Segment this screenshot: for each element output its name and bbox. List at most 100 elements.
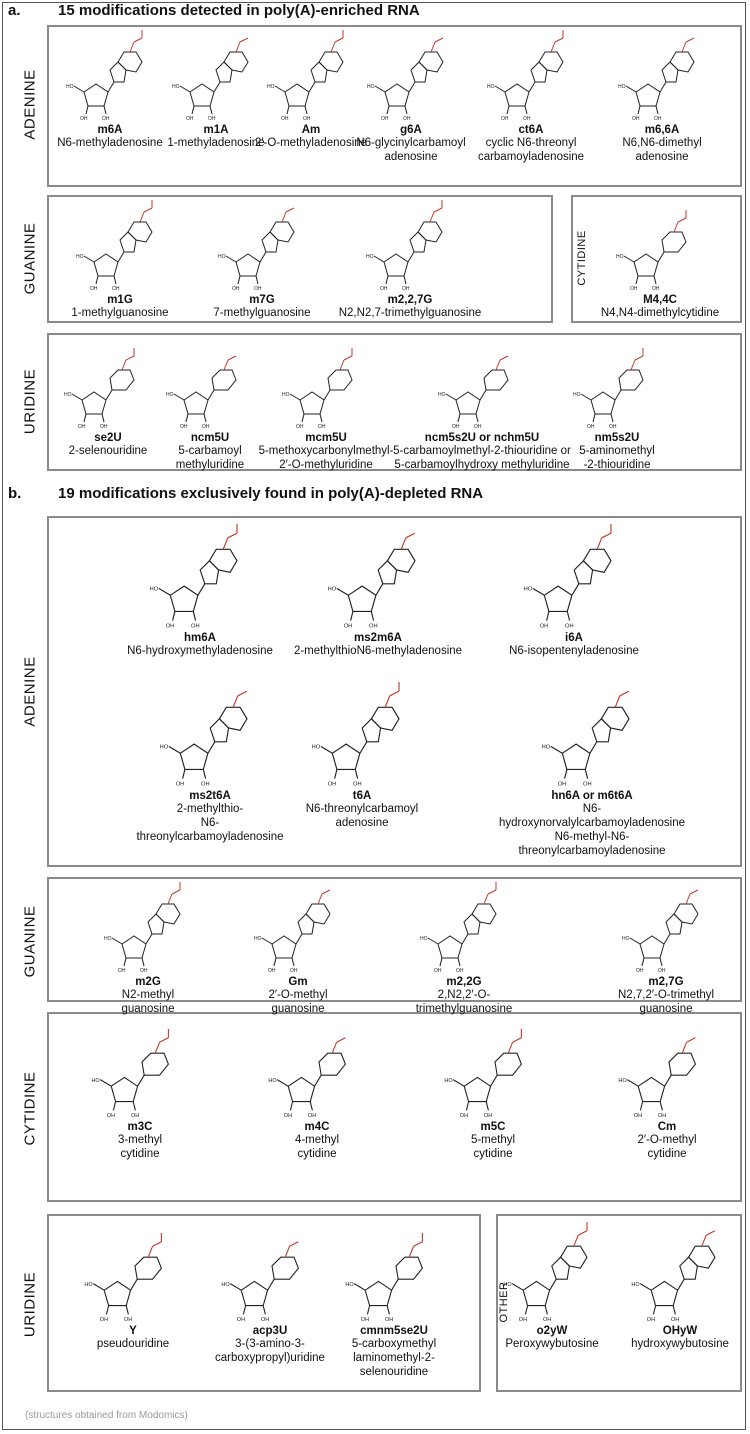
atom-label: OH xyxy=(296,424,304,430)
atom-label: OH xyxy=(175,781,184,787)
bond xyxy=(168,745,181,754)
bond xyxy=(308,81,316,93)
bond xyxy=(291,957,295,967)
modification-code: Cm xyxy=(657,1121,677,1134)
b-uridine-box xyxy=(47,1214,481,1392)
bond xyxy=(427,937,439,945)
modification-name: Peroxywybutosine xyxy=(505,1338,599,1351)
atom-label: HO xyxy=(346,1282,354,1288)
bond xyxy=(179,85,191,93)
bond xyxy=(545,611,550,621)
atom-label: OH xyxy=(501,116,509,122)
modification-code: acp3U xyxy=(252,1325,288,1338)
imidazole-ring xyxy=(209,717,230,743)
bond xyxy=(320,745,333,754)
atom-label: OH xyxy=(654,116,662,122)
bond xyxy=(105,389,113,401)
atom-label: OH xyxy=(78,424,86,430)
ribose-ring xyxy=(83,83,109,107)
bond xyxy=(457,413,461,423)
mod-bond xyxy=(554,37,564,43)
bond xyxy=(100,1079,112,1087)
modification-name: 1-methyladenosine xyxy=(167,137,265,149)
bond xyxy=(113,275,117,285)
modification-name: N2,7,2′-O-trimethyl xyxy=(617,989,715,1001)
bond xyxy=(549,1278,557,1291)
ribose-ring xyxy=(299,391,325,415)
atom-label: HO xyxy=(92,1078,100,1084)
modification-code: o2yW xyxy=(536,1325,568,1338)
ribose-ring xyxy=(183,391,209,415)
atom-label: OH xyxy=(353,781,362,787)
modification-name: 7-methylguanosine xyxy=(213,307,311,319)
atom-label: OH xyxy=(107,1113,115,1119)
mod-bond xyxy=(321,889,331,895)
atom-label: HO xyxy=(438,392,446,398)
bond xyxy=(375,583,384,596)
bond xyxy=(267,1278,275,1291)
modification-name: cytidine xyxy=(120,1148,160,1161)
modification-code: Am xyxy=(301,124,321,136)
bond xyxy=(93,1283,105,1291)
bond xyxy=(95,275,99,285)
atom-label: HO xyxy=(619,1078,627,1084)
modification-name: guanosine xyxy=(271,1003,325,1015)
mod-bond xyxy=(681,1041,688,1054)
pyrimidine-ring xyxy=(223,51,249,73)
mod-bond xyxy=(512,1037,522,1043)
mod-bond xyxy=(330,41,336,53)
structure-skeleton xyxy=(111,903,181,967)
bond xyxy=(571,583,580,596)
bond xyxy=(659,1101,664,1111)
atom-label: OH xyxy=(165,623,174,629)
atom-label: OH xyxy=(303,116,311,122)
modification-code: ms2t6A xyxy=(189,789,231,802)
atom-label: HO xyxy=(267,84,275,90)
structure-skeleton xyxy=(550,706,630,779)
mod-bond xyxy=(495,359,501,371)
bond xyxy=(623,255,635,263)
pyrimidine-ring xyxy=(327,369,353,391)
mod-bond xyxy=(121,359,127,371)
b-guanine-box xyxy=(47,877,742,1002)
atom-label: OH xyxy=(632,116,640,122)
modification-name: N6-methyladenosine xyxy=(57,137,163,149)
imidazole-ring xyxy=(119,231,137,253)
modification-group xyxy=(408,1232,424,1258)
atom-label: HO xyxy=(616,254,624,260)
bond xyxy=(659,957,663,967)
ribose-ring xyxy=(504,83,530,107)
pyrimidine-ring xyxy=(618,369,644,391)
bond xyxy=(610,413,614,423)
b-guanine-label: GUANINE xyxy=(21,905,39,978)
mod-bond xyxy=(630,359,636,371)
modification-name: 2′-O-methyladenosine xyxy=(254,137,368,149)
atom-label: OH xyxy=(609,424,617,430)
atom-label: HO xyxy=(282,392,290,398)
atom-label: OH xyxy=(124,1317,132,1323)
bond xyxy=(132,1101,137,1111)
mod-bond xyxy=(339,359,345,371)
pyrimidine-ring xyxy=(318,1052,347,1076)
atom-label: OH xyxy=(403,116,411,122)
modification-group xyxy=(550,30,564,53)
atom-label: OH xyxy=(381,116,389,122)
atom-label: OH xyxy=(361,1317,369,1323)
modification-group xyxy=(317,889,331,905)
modification-code: ncm5s2U or nchm5U xyxy=(424,432,540,444)
modification-group xyxy=(681,37,695,53)
structure-skeleton xyxy=(168,706,248,779)
modification-group xyxy=(630,348,644,371)
ribose-ring xyxy=(561,743,591,770)
bond xyxy=(255,275,259,285)
